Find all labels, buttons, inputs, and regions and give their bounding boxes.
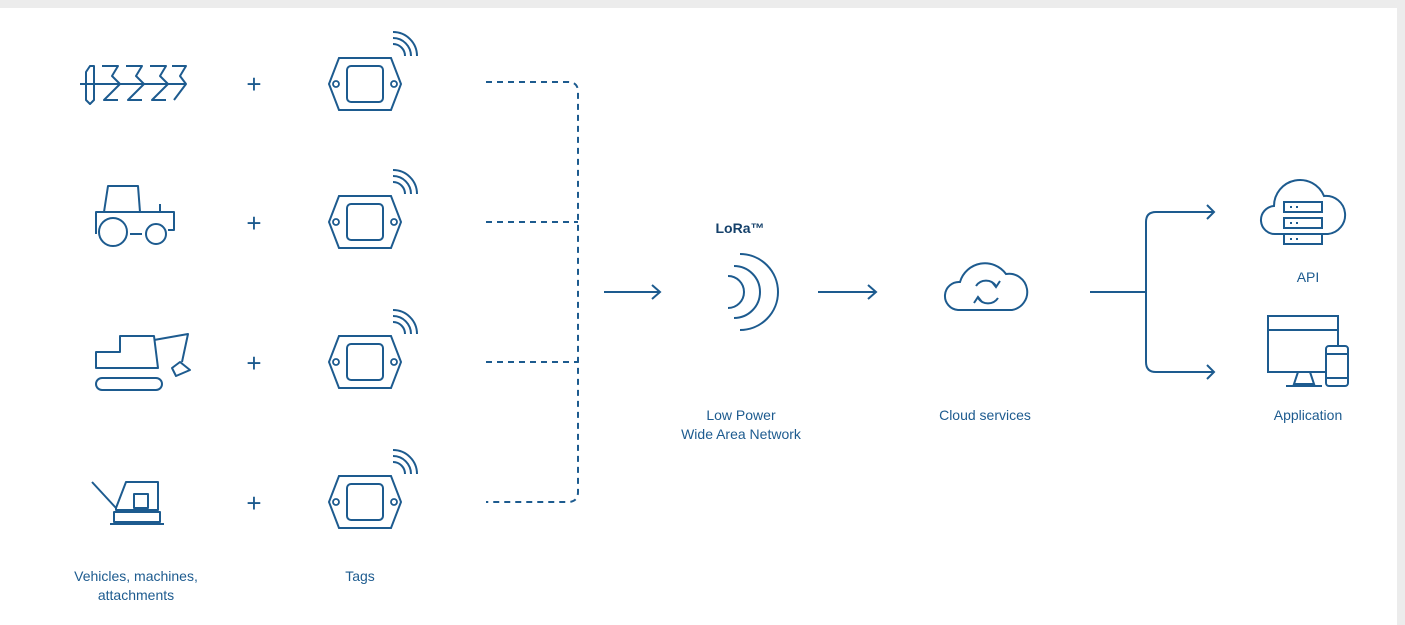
plough-icon <box>80 65 187 105</box>
tag-device-icon <box>328 309 418 389</box>
lpwan-label-line2: Wide Area Network <box>681 426 801 442</box>
plus-sign: + <box>246 69 261 99</box>
tag-device-icon <box>328 169 418 249</box>
radio-waves-icon <box>727 253 779 331</box>
excavator-icon <box>95 333 191 391</box>
plus-sign: + <box>246 208 261 238</box>
tractor-icon <box>95 185 175 247</box>
compactor-icon <box>91 481 164 525</box>
lpwan-label-line1: Low Power <box>706 407 776 423</box>
cloud-server-icon <box>1259 179 1347 245</box>
tag-device-icon <box>328 31 418 111</box>
cloud-sync-icon <box>943 262 1029 311</box>
split-arrows <box>1090 204 1216 380</box>
lora-label: LoRa™ <box>715 220 765 236</box>
plus-sign: + <box>246 488 261 518</box>
arrow-right-icon <box>818 284 878 300</box>
api-label: API <box>1296 269 1320 285</box>
vehicles-label-line2: attachments <box>97 587 175 603</box>
plus-sign: + <box>246 348 261 378</box>
vehicles-label: Vehicles, machines, attachments <box>54 567 218 605</box>
tag-device-icon <box>328 449 418 529</box>
vehicles-label-line1: Vehicles, machines, <box>74 568 198 584</box>
devices-icon <box>1267 315 1349 387</box>
cloud-services-label: Cloud services <box>939 407 1031 423</box>
dashed-connectors <box>486 81 579 503</box>
lpwan-label: Low Power Wide Area Network <box>666 406 816 444</box>
arrow-right-icon <box>604 284 662 300</box>
application-label: Application <box>1273 407 1343 423</box>
tags-label: Tags <box>345 568 375 584</box>
diagram-card <box>0 8 1397 625</box>
